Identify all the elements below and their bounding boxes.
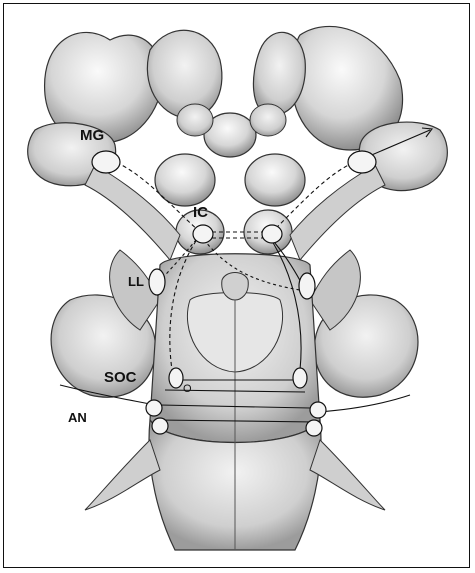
soc-right-nucleus bbox=[293, 368, 307, 388]
label-an: AN bbox=[68, 410, 87, 425]
ll-left-nucleus bbox=[149, 269, 165, 295]
central-brainstem bbox=[150, 254, 320, 443]
label-soc: SOC bbox=[104, 369, 137, 386]
label-ic: IC bbox=[193, 204, 208, 221]
ll-right-nucleus bbox=[299, 273, 315, 299]
soc-left-nucleus bbox=[169, 368, 183, 388]
label-o: O bbox=[183, 383, 192, 395]
label-mg: MG bbox=[80, 127, 104, 144]
brachia bbox=[85, 165, 385, 260]
ic-right-nucleus bbox=[262, 225, 282, 243]
mg-left-nucleus bbox=[92, 151, 120, 173]
cn-left-lower bbox=[152, 418, 168, 434]
upper-structures bbox=[28, 26, 448, 190]
cn-right-upper bbox=[310, 402, 326, 418]
cn-left-upper bbox=[146, 400, 162, 416]
cn-right-lower bbox=[306, 420, 322, 436]
mg-right-nucleus bbox=[348, 151, 376, 173]
ic-left-nucleus bbox=[193, 225, 213, 243]
label-ll: LL bbox=[128, 274, 144, 289]
